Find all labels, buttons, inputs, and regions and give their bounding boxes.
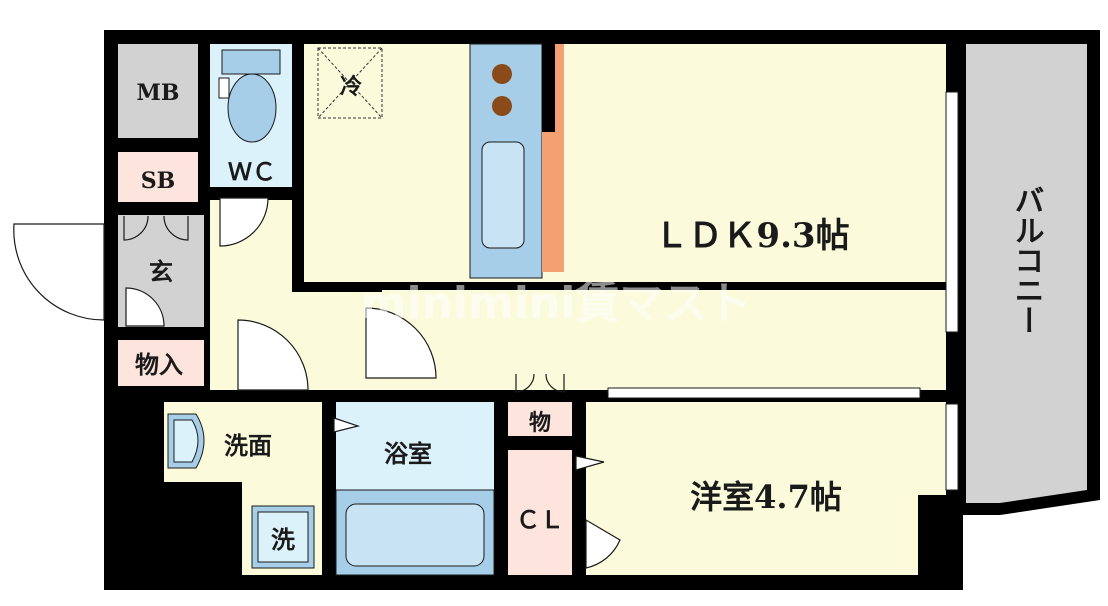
cl-closet xyxy=(508,450,572,575)
kitchen-counter xyxy=(469,43,564,279)
storage-label: 物入 xyxy=(135,350,183,379)
small-closet xyxy=(508,402,572,436)
fridge-label: 冷 xyxy=(340,74,362,100)
toilet-icon xyxy=(218,49,281,143)
wall-corner-block xyxy=(918,495,963,590)
washroom-label: 洗面 xyxy=(224,431,272,460)
ldk-label: ＬＤＫ9.3帖 xyxy=(654,216,849,256)
fridge-space xyxy=(317,47,383,119)
sb-label: SB xyxy=(141,168,175,194)
bathtub-icon xyxy=(345,503,485,567)
mb-cabinet xyxy=(118,44,198,138)
balcony-label: バルコニー xyxy=(1009,185,1044,335)
sink-icon xyxy=(481,141,525,249)
balcony xyxy=(963,30,1100,515)
sb-cabinet xyxy=(118,152,198,202)
storage-closet xyxy=(118,340,204,386)
window xyxy=(607,91,959,491)
bathroom xyxy=(335,402,495,576)
wc-label: ＷＣ xyxy=(228,157,276,186)
stove-burner-icon xyxy=(492,64,512,84)
door-icon xyxy=(123,215,605,471)
closet-label: ＣＬ xyxy=(516,505,564,534)
small-closet-label: 物 xyxy=(529,410,551,436)
western-room-label: 洋室4.7帖 xyxy=(690,478,842,516)
watermark-text: minimini賃マスト xyxy=(361,278,752,329)
stove-burner-icon xyxy=(492,96,512,116)
mb-label: MB xyxy=(137,80,180,106)
inner-wall xyxy=(292,282,382,292)
door-icon xyxy=(13,197,621,569)
inner-wall xyxy=(292,200,304,290)
entrance-label: 玄 xyxy=(149,257,173,286)
washer-label: 洗 xyxy=(271,525,295,554)
western-room-floor xyxy=(586,402,946,575)
washroom xyxy=(164,402,322,575)
bath-label: 浴室 xyxy=(384,439,432,468)
